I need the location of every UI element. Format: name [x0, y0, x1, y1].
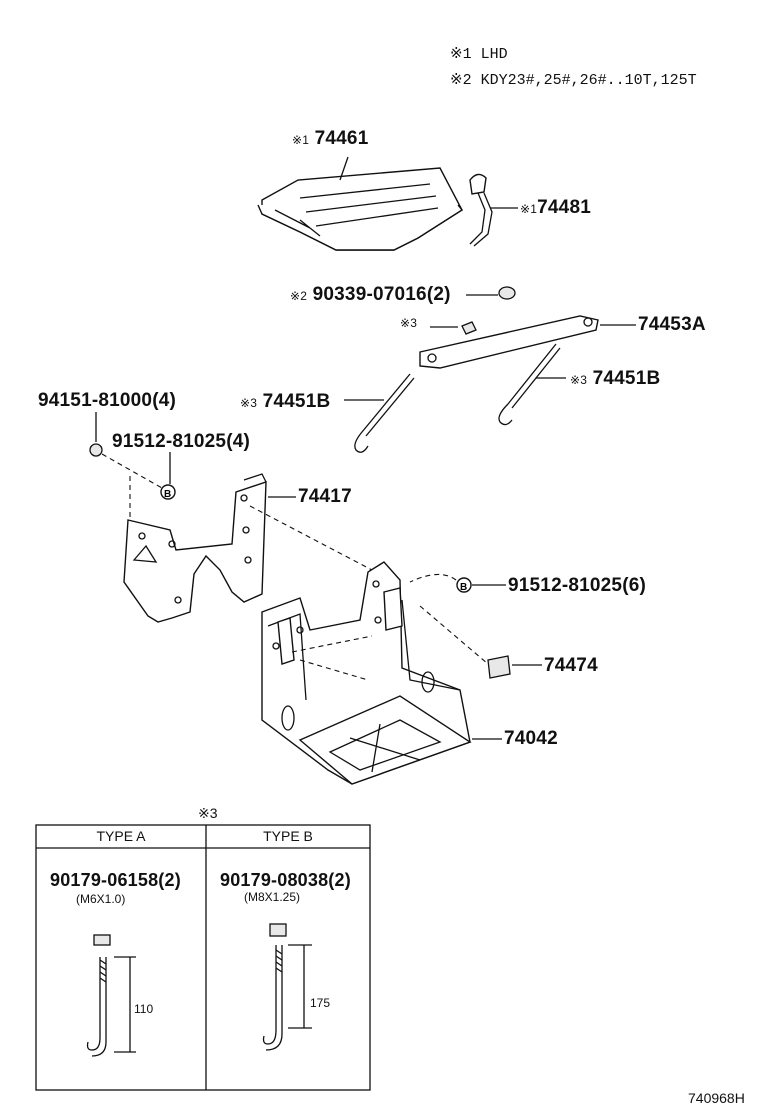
label-mark: ※3: [570, 373, 588, 387]
type-b-length: 175: [310, 996, 331, 1010]
note-mark: ※1: [450, 46, 472, 63]
label-mark: ※3: [240, 396, 258, 410]
label-mark: ※3: [400, 316, 418, 330]
hook-bolt-type-a-drawing: [86, 934, 136, 1057]
part-number: 91512-81025(6): [508, 575, 647, 596]
table-header-type-a: TYPE A: [96, 828, 146, 844]
bolt-marker-label: B: [164, 489, 171, 500]
label-mark: ※1: [292, 133, 310, 147]
bolt-marker-6: [456, 577, 472, 593]
part-number: 74461: [314, 128, 369, 149]
label-74451B-right: ※3 74451B: [570, 368, 660, 390]
table-header-type-b: TYPE B: [263, 828, 313, 844]
dash-line: [291, 635, 373, 653]
bolt-type-table: [35, 824, 371, 1091]
pad-drawing: [487, 655, 511, 679]
part-number: 90339-07016(2): [312, 284, 451, 305]
label-74042: 74042: [504, 728, 558, 750]
clamp-drawing: [419, 315, 599, 369]
label-74461: ※1 74461: [292, 128, 368, 150]
label-mark: ※2: [290, 289, 308, 303]
cap-drawing: [498, 286, 516, 300]
note-text: KDY23#,25#,26#..10T,125T: [480, 72, 697, 89]
battery-tray-drawing: [261, 561, 472, 785]
note-mark: ※2: [450, 72, 472, 89]
part-number: 74474: [544, 655, 598, 676]
part-number: 94151-81000(4): [38, 390, 177, 411]
hook-bolt-type-b-drawing: [262, 923, 312, 1051]
part-number: 74417: [298, 486, 352, 507]
nut-drawing: [89, 443, 103, 457]
dash-line: [409, 573, 457, 583]
strap-drawing: [469, 173, 493, 247]
dash-line: [101, 453, 163, 489]
label-74417: 74417: [298, 486, 352, 508]
part-number: 74451B: [262, 391, 331, 412]
label-74481: ※174481: [520, 197, 591, 219]
label-90339: ※2 90339-07016(2): [290, 284, 451, 306]
hook-bolt-left-drawing: [354, 373, 415, 453]
dash-line: [419, 605, 489, 665]
part-number: 74481: [537, 197, 591, 218]
bolt-marker-4: [160, 484, 176, 500]
dash-line: [249, 505, 373, 571]
part-number: 91512-81025(4): [112, 431, 251, 452]
leader-74461: [339, 156, 349, 181]
diagram-id: 740968H: [688, 1090, 745, 1106]
label-nut-mark: ※3: [400, 316, 417, 330]
part-number: 74451B: [592, 368, 661, 389]
type-b-spec: (M8X1.25): [244, 890, 301, 904]
table-mark: ※3: [198, 805, 218, 821]
type-a-spec: (M6X1.0): [76, 892, 126, 906]
type-a-part-number: 90179-06158(2): [50, 870, 181, 890]
note-2: ※2 KDY23#,25#,26#..10T,125T: [450, 70, 697, 89]
label-91512-6: 91512-81025(6): [508, 575, 646, 597]
label-mark: ※1: [520, 202, 538, 216]
label-74453A: 74453A: [638, 314, 706, 336]
dash-line: [299, 659, 369, 681]
label-74451B-left: ※3 74451B: [240, 391, 330, 413]
type-b-part-number: 90179-08038(2): [220, 870, 351, 890]
part-number: 74042: [504, 728, 558, 749]
battery-cover-drawing: [257, 167, 464, 251]
bracket-drawing: [123, 473, 267, 623]
label-91512-4: 91512-81025(4): [112, 431, 250, 453]
label-94151: 94151-81000(4): [38, 390, 176, 412]
hook-bolt-right-drawing: [498, 343, 561, 426]
type-a-length: 110: [134, 1002, 154, 1016]
note-text: LHD: [480, 46, 508, 63]
label-74474: 74474: [544, 655, 598, 677]
part-number: 74453A: [638, 314, 706, 335]
bolt-marker-label: B: [460, 582, 467, 593]
note-1: ※1 LHD: [450, 44, 508, 63]
